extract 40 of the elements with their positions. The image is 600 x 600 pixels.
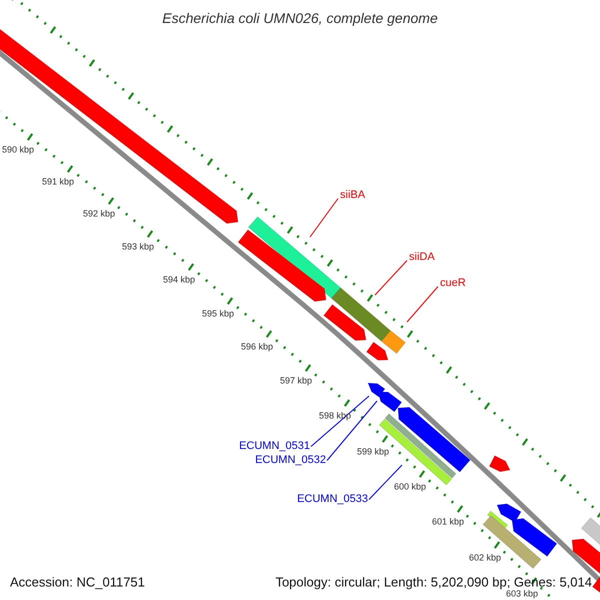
leader-line bbox=[310, 198, 338, 238]
gene-label: cueR bbox=[440, 278, 466, 289]
gene-feature bbox=[248, 216, 342, 299]
gene-label: ECUMN_0532 bbox=[255, 455, 326, 466]
gene-label: siiDA bbox=[409, 252, 435, 263]
genome-info-text: Topology: circular; Length: 5,202,090 bp; Genes: 5,014 bbox=[275, 576, 592, 588]
gene-feature bbox=[238, 229, 326, 302]
scale-label: 599 kbp bbox=[356, 448, 390, 456]
gene-label: ECUMN_0533 bbox=[297, 494, 368, 505]
accession-text: Accession: NC_011751 bbox=[10, 576, 145, 588]
scale-label: 592 kbp bbox=[82, 210, 116, 218]
leader-line bbox=[326, 400, 378, 461]
scale-label: 603 kbp bbox=[506, 590, 538, 598]
scale-label: 595 kbp bbox=[202, 310, 234, 318]
gene-label: siiBA bbox=[340, 190, 366, 201]
gene-label: ECUMN_0531 bbox=[239, 441, 310, 452]
gene-feature bbox=[323, 304, 366, 341]
scale-label: 600 kbp bbox=[394, 482, 426, 492]
scale-label: 601 kbp bbox=[432, 518, 464, 526]
scale-label: 590 kbp bbox=[2, 146, 34, 154]
gene-feature bbox=[488, 455, 510, 472]
gene-feature bbox=[398, 406, 471, 472]
leader-line bbox=[406, 286, 438, 322]
leader-line bbox=[310, 396, 370, 447]
gene-feature bbox=[378, 392, 402, 412]
gene-feature bbox=[330, 287, 392, 342]
gene-feature bbox=[496, 504, 522, 523]
gene-feature bbox=[381, 330, 406, 354]
gene-feature bbox=[482, 515, 542, 569]
scale-label: 597 kbp bbox=[280, 376, 312, 386]
gene-feature bbox=[512, 518, 558, 557]
scale-label: 593 kbp bbox=[122, 242, 154, 252]
scale-label: 596 kbp bbox=[240, 342, 274, 352]
scale-label: 602 kbp bbox=[468, 554, 502, 562]
leader-line bbox=[368, 464, 402, 500]
leader-line bbox=[374, 260, 408, 296]
scale-label: 591 kbp bbox=[42, 178, 74, 186]
gene-feature bbox=[572, 538, 600, 575]
scale-label: 594 kbp bbox=[162, 276, 196, 284]
title: Escherichia coli UMN026, complete genome bbox=[161, 11, 439, 25]
